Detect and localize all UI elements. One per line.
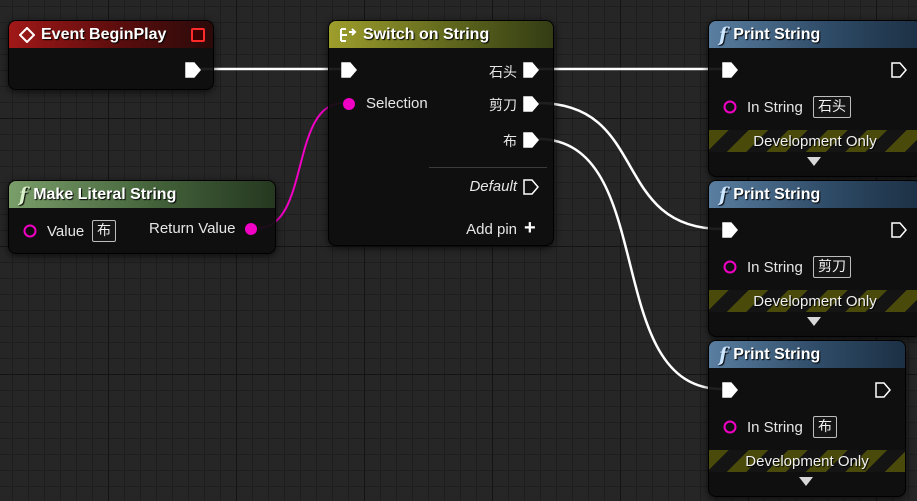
switch-pin-jiandao-label: 剪刀 (489, 98, 517, 114)
event-beginplay-node[interactable]: Event BeginPlay (8, 20, 214, 90)
print-string-header-1[interactable]: f Print String (709, 21, 917, 48)
switch-pin-jiandao-exec[interactable] (523, 96, 539, 112)
print3-in-string-field[interactable]: 布 (813, 416, 837, 438)
print3-exec-in-pin[interactable] (722, 382, 738, 398)
print3-exec-out-pin[interactable] (875, 382, 891, 398)
print2-in-string-pin[interactable] (723, 260, 737, 274)
print-string-title-1: Print String (733, 25, 821, 43)
print1-expand-arrow-icon[interactable] (807, 157, 821, 166)
print1-development-only-label: Development Only (753, 132, 877, 150)
add-pin-label[interactable]: Add pin (466, 221, 517, 238)
switch-branch-icon (339, 27, 357, 43)
add-pin-plus-icon[interactable]: + (524, 217, 536, 239)
selection-label: Selection (366, 95, 428, 112)
print3-in-string-label: In String (747, 419, 803, 436)
return-value-label: Return Value (149, 220, 236, 237)
exec-wire-jiandao-to-print2[interactable] (537, 101, 723, 231)
literal-value-field[interactable]: 布 (92, 220, 116, 242)
print2-in-string-field[interactable]: 剪刀 (813, 256, 851, 278)
switch-on-string-title: Switch on String (363, 25, 490, 43)
literal-value-pin[interactable] (23, 224, 37, 238)
switch-exec-in-pin[interactable] (341, 62, 357, 78)
print2-exec-out-pin[interactable] (891, 222, 907, 238)
make-literal-string-title: Make Literal String (33, 185, 177, 203)
print-string-node-2[interactable]: f Print String In String 剪刀 Development … (708, 180, 917, 337)
print3-development-only-bar: Development Only (709, 450, 905, 472)
print1-in-string-field[interactable]: 石头 (813, 96, 851, 118)
switch-pin-bu-exec[interactable] (523, 132, 539, 148)
print2-development-only-bar: Development Only (709, 290, 917, 312)
return-value-pin[interactable] (244, 222, 258, 236)
default-exec-pin[interactable] (523, 179, 539, 195)
print3-development-only-label: Development Only (745, 452, 869, 470)
print1-exec-in-pin[interactable] (722, 62, 738, 78)
switch-pin-shitou-label: 石头 (489, 65, 517, 81)
print2-in-string-label: In String (747, 259, 803, 276)
switch-on-string-header[interactable]: Switch on String (329, 21, 553, 48)
print3-expand-arrow-icon[interactable] (799, 477, 813, 486)
selection-pin[interactable] (342, 97, 356, 111)
exec-wire-bu-to-print3[interactable] (537, 137, 723, 391)
print1-exec-out-pin[interactable] (891, 62, 907, 78)
print-string-header-3[interactable]: f Print String (709, 341, 905, 368)
print-string-node-1[interactable]: f Print String In String 石头 Development … (708, 20, 917, 177)
event-exec-out-pin[interactable] (185, 62, 201, 78)
print3-in-string-pin[interactable] (723, 420, 737, 434)
print1-development-only-bar: Development Only (709, 130, 917, 152)
function-f-icon: f (719, 23, 728, 46)
switch-on-string-node[interactable]: Switch on String Selection 石头 剪刀 布 Defau… (328, 20, 554, 246)
print2-exec-in-pin[interactable] (722, 222, 738, 238)
default-label: Default (469, 178, 517, 195)
function-f-icon: f (719, 183, 728, 206)
function-f-icon: f (719, 343, 728, 366)
print-string-header-2[interactable]: f Print String (709, 181, 917, 208)
print2-expand-arrow-icon[interactable] (807, 317, 821, 326)
print-string-node-3[interactable]: f Print String In String 布 Development O… (708, 340, 906, 497)
event-beginplay-title: Event BeginPlay (41, 25, 167, 43)
print-string-title-3: Print String (733, 345, 821, 363)
print2-development-only-label: Development Only (753, 292, 877, 310)
literal-value-label: Value (47, 223, 85, 240)
delegate-pin-icon[interactable] (191, 28, 205, 42)
print1-in-string-label: In String (747, 99, 803, 116)
switch-pin-shitou-exec[interactable] (523, 62, 539, 78)
event-diamond-icon (19, 26, 35, 43)
make-literal-string-header[interactable]: f Make Literal String (9, 181, 275, 208)
print-string-title-2: Print String (733, 185, 821, 203)
make-literal-string-node[interactable]: f Make Literal String Value 布 Return Val… (8, 180, 276, 254)
print1-in-string-pin[interactable] (723, 100, 737, 114)
function-f-icon: f (19, 183, 28, 206)
event-beginplay-header[interactable]: Event BeginPlay (9, 21, 213, 48)
switch-pin-bu-label: 布 (503, 134, 517, 150)
switch-separator (429, 167, 547, 168)
